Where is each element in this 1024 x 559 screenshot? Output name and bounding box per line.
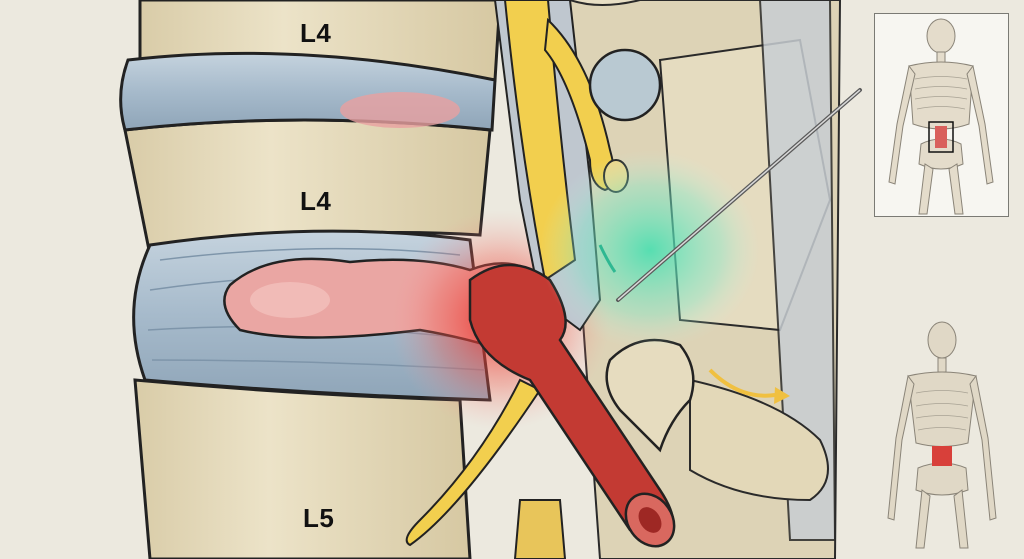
- vertebra-label-middle: L4: [300, 186, 332, 216]
- lumbar-highlight-box: [928, 121, 954, 153]
- flow-arrow: [708, 368, 776, 398]
- compressed-nerve-root: [468, 263, 676, 548]
- vertebra-label-bottom: L5: [303, 503, 335, 533]
- flow-arrow-head: [774, 387, 790, 404]
- injection-needle: [616, 88, 862, 302]
- lumbar-highlight: [932, 446, 952, 466]
- needle-direction-arrow: [598, 244, 617, 273]
- anterior-skeleton-icon: [888, 18, 994, 215]
- medication-spread-zone: [540, 150, 760, 350]
- back-skeleton-inset: [868, 318, 1018, 554]
- upper-disc-inflammation: [340, 92, 460, 128]
- vertebra-label-top: L4: [300, 18, 332, 48]
- upper-facet: [588, 48, 662, 122]
- posterior-skeleton-icon: [887, 321, 997, 549]
- front-skeleton-inset: [874, 13, 1009, 217]
